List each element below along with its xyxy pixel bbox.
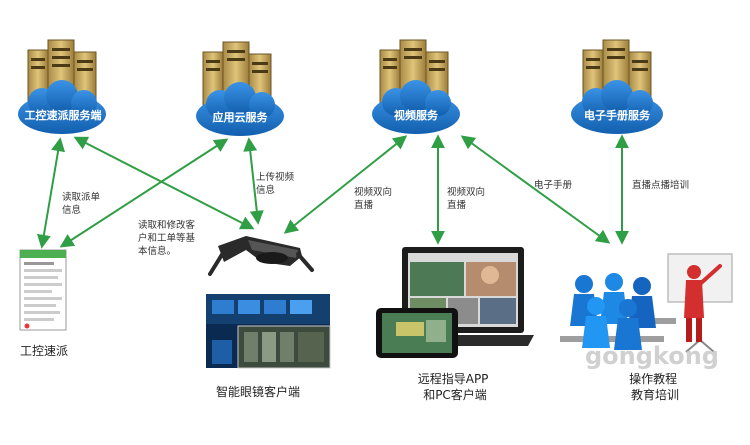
arrow-cloud-glasses	[243, 137, 264, 225]
connection-arrows	[36, 134, 629, 249]
cloud-icon	[372, 80, 460, 134]
edge-label-read-dispatch: 读取派单 信息	[62, 191, 103, 216]
client-dispatch: 工控速派	[19, 249, 68, 358]
client-label: 操作教程 教育培训	[629, 371, 681, 402]
control-room-photo-icon	[206, 294, 331, 369]
cloud-icon	[571, 80, 663, 134]
audience-figures-icon	[560, 273, 676, 350]
arrow-video-glasses	[283, 135, 408, 234]
arrow-industrial-glasses	[73, 136, 255, 230]
edge-label-live-training: 直播点播培训	[632, 179, 689, 191]
edge-label-video-live-app: 视频双向 直播	[447, 186, 488, 211]
edge-labels: 读取派单 信息 读取和修改客 户和工单等基 本信息。 上传视频 信息 视频双向 …	[62, 171, 689, 257]
service-label: 视频服务	[394, 108, 439, 122]
edge-label-read-modify: 读取和修改客 户和工单等基 本信息。	[138, 219, 198, 257]
service-label: 应用云服务	[213, 110, 269, 124]
service-industrial-dispatch: 工控速派服务端	[18, 39, 106, 134]
client-label: 工控速派	[20, 344, 68, 358]
client-remote-guidance: 远程指导APP 和PC客户端	[376, 247, 534, 402]
laptop-icon	[392, 247, 534, 346]
client-training: gongkong 操作教程 教育培训	[560, 253, 733, 402]
arrow-industrial-dispatch	[36, 137, 66, 249]
service-label: 电子手册服务	[584, 108, 651, 122]
client-label: 智能眼镜客户端	[216, 384, 300, 399]
edge-label-e-manual: 电子手册	[534, 179, 573, 191]
service-app-cloud: 应用云服务	[196, 41, 284, 136]
client-label: 远程指导APP 和PC客户端	[418, 371, 493, 402]
smart-glasses-icon	[208, 236, 314, 276]
client-smart-glasses: 智能眼镜客户端	[206, 236, 331, 399]
edge-label-upload-video: 上传视频 信息	[256, 171, 297, 196]
service-video: 视频服务	[372, 39, 460, 134]
service-e-manual: 电子手册服务	[571, 39, 663, 134]
cloud-icon	[196, 82, 284, 136]
phone-screenshot-icon	[19, 249, 67, 331]
arrow-video-training	[460, 135, 611, 244]
presenter-figure-icon	[684, 264, 722, 342]
tablet-icon	[376, 308, 458, 358]
cloud-icon	[18, 80, 106, 134]
service-label: 工控速派服务端	[25, 108, 102, 122]
watermark: gongkong	[585, 342, 719, 370]
edge-label-video-live-glasses: 视频双向 直播	[354, 186, 395, 211]
